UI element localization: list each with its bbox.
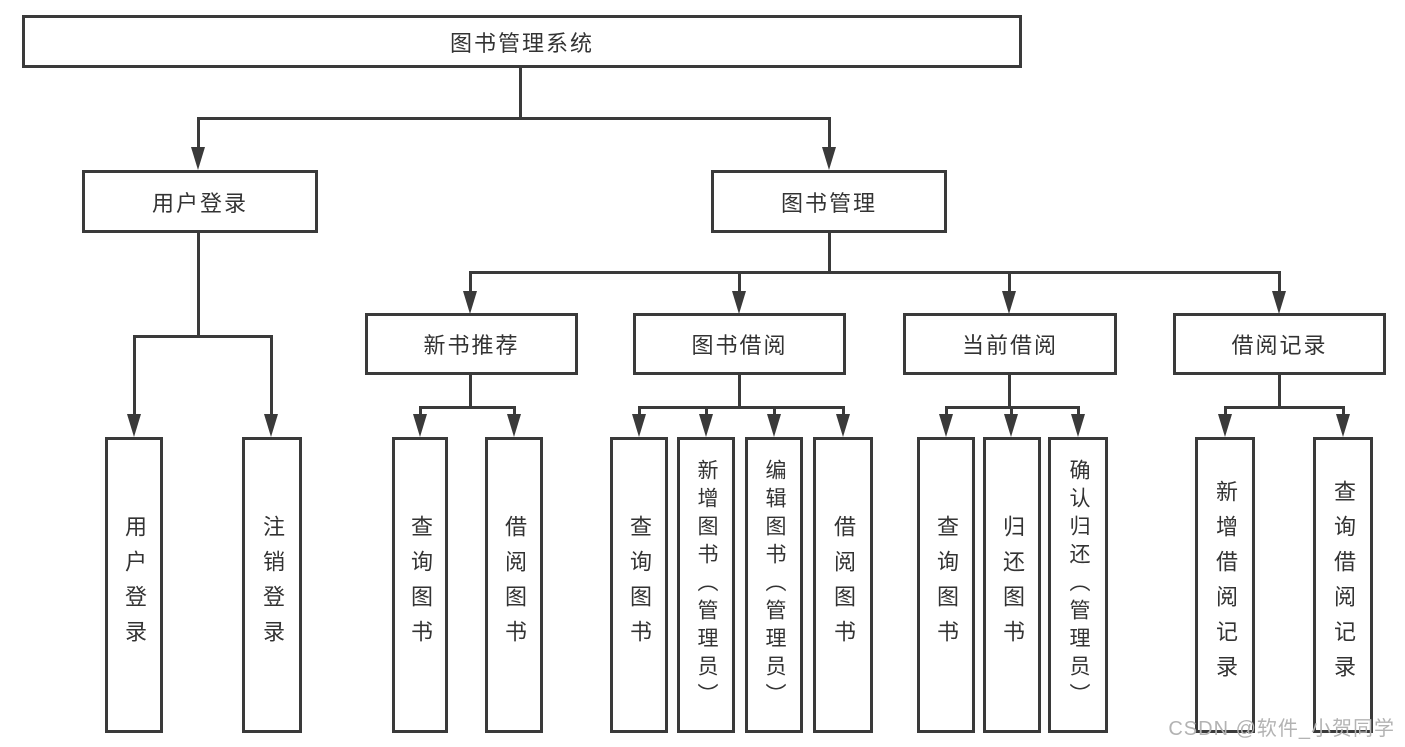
connector-new-book-rec-stub <box>469 375 472 408</box>
connector-book-borrow-stub <box>738 375 741 408</box>
arrow-down-icon <box>1071 414 1085 437</box>
arrow-down-icon <box>127 414 141 437</box>
arrow-down-icon <box>632 414 646 437</box>
leaf-logout: 注销登录 <box>242 437 302 733</box>
connector-drop-book-mgmt <box>828 117 831 150</box>
arrow-down-icon <box>1336 414 1350 437</box>
leaf-confirm-return-admin: 确认归还（管理员） <box>1048 437 1108 733</box>
connector-drop-borrow-record <box>1278 271 1281 293</box>
node-current-borrow: 当前借阅 <box>903 313 1117 375</box>
leaf-add-book-admin: 新增图书（管理员） <box>677 437 735 733</box>
connector-drop-leaf <box>773 406 776 417</box>
node-new-book-recommend: 新书推荐 <box>365 313 578 375</box>
node-book-management: 图书管理 <box>711 170 947 233</box>
connector-drop-current-borrow <box>1008 271 1011 293</box>
leaf-borrow-book: 借阅图书 <box>813 437 873 733</box>
leaf-recommend-query-book: 查询图书 <box>392 437 448 733</box>
node-book-borrow: 图书借阅 <box>633 313 846 375</box>
connector-drop-leaf <box>945 406 948 417</box>
connector-drop-leaf <box>705 406 708 417</box>
arrow-down-icon <box>699 414 713 437</box>
leaf-return-book: 归还图书 <box>983 437 1041 733</box>
leaf-recommend-borrow-book: 借阅图书 <box>485 437 543 733</box>
connector-user-login-bar <box>134 335 273 338</box>
connector-drop-leaf <box>1342 406 1345 417</box>
connector-drop-new-book-rec <box>469 271 472 293</box>
connector-book-mgmt-stub <box>828 233 831 274</box>
arrow-down-icon <box>264 414 278 437</box>
csdn-watermark: CSDN @软件_小贺同学 <box>1168 718 1395 740</box>
connector-borrow-record-bar <box>1224 406 1345 409</box>
connector-drop-leaf <box>1224 406 1227 417</box>
connector-drop-leaf-logout <box>270 335 273 415</box>
leaf-user-login: 用户登录 <box>105 437 163 733</box>
connector-drop-leaf <box>513 406 516 417</box>
arrow-down-icon <box>732 291 746 314</box>
arrow-down-icon <box>191 147 205 170</box>
connector-new-book-rec-bar <box>419 406 516 409</box>
leaf-add-borrow-record: 新增借阅记录 <box>1195 437 1255 733</box>
leaf-current-query-book: 查询图书 <box>917 437 975 733</box>
arrow-down-icon <box>836 414 850 437</box>
leaf-query-borrow-record: 查询借阅记录 <box>1313 437 1373 733</box>
arrow-down-icon <box>767 414 781 437</box>
connector-book-borrow-bar <box>638 406 845 409</box>
leaf-borrow-query-book: 查询图书 <box>610 437 668 733</box>
connector-root-stub <box>519 68 522 119</box>
arrow-down-icon <box>413 414 427 437</box>
connector-drop-leaf <box>638 406 641 417</box>
connector-drop-user-login <box>197 117 200 150</box>
arrow-down-icon <box>822 147 836 170</box>
arrow-down-icon <box>939 414 953 437</box>
arrow-down-icon <box>507 414 521 437</box>
connector-borrow-record-stub <box>1278 375 1281 408</box>
connector-current-borrow-stub <box>1008 375 1011 408</box>
arrow-down-icon <box>1272 291 1286 314</box>
connector-drop-leaf-user-login <box>133 335 136 415</box>
connector-drop-leaf <box>1077 406 1080 417</box>
node-library-management-system: 图书管理系统 <box>22 15 1022 68</box>
node-user-login: 用户登录 <box>82 170 318 233</box>
arrow-down-icon <box>1002 291 1016 314</box>
connector-drop-leaf <box>842 406 845 417</box>
arrow-down-icon <box>1004 414 1018 437</box>
arrow-down-icon <box>1218 414 1232 437</box>
node-borrow-record: 借阅记录 <box>1173 313 1386 375</box>
connector-drop-book-borrow <box>738 271 741 293</box>
arrow-down-icon <box>463 291 477 314</box>
leaf-edit-book-admin: 编辑图书（管理员） <box>745 437 803 733</box>
connector-level1-bar <box>198 117 831 120</box>
connector-user-login-stub <box>197 233 200 337</box>
connector-drop-leaf <box>1010 406 1013 417</box>
connector-drop-leaf <box>419 406 422 417</box>
connector-level2-bar <box>470 271 1281 274</box>
